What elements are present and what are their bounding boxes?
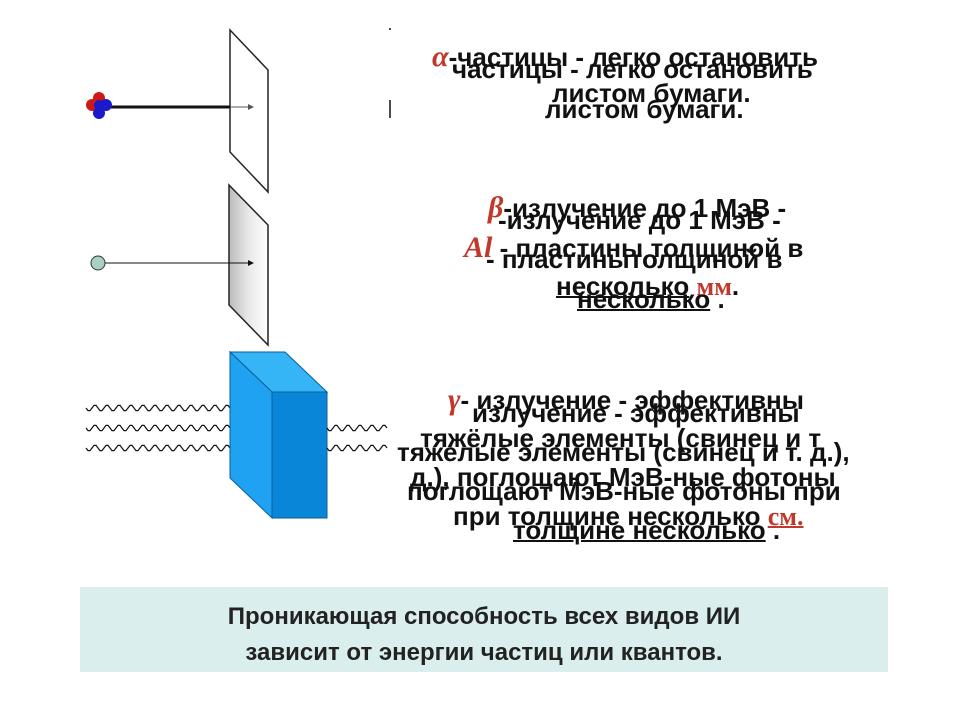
lead-block-side — [271, 391, 328, 519]
gamma-ghost-line4: толщине несколько . — [513, 515, 781, 545]
gamma-symbol: γ — [448, 383, 461, 416]
beta-ghost-line3: несколько . — [577, 284, 725, 314]
alpha-line2: листом бумаги. — [552, 78, 751, 108]
gamma-waves-exit — [326, 424, 388, 452]
gamma-line2: тяжёлые элементы (свинец и т — [420, 423, 822, 453]
beta-text2: - пластины толщиной в — [499, 233, 804, 263]
conclusion-box: Проникающая способность всех видов ИИ за… — [80, 587, 888, 672]
gamma-waves — [85, 404, 233, 452]
beta-line1: β-излучение до 1 МэВ - — [488, 193, 786, 223]
gamma-line4: при толщине несколько см. — [453, 503, 803, 530]
beta-text3: несколько — [556, 271, 690, 301]
beta-particle — [90, 255, 106, 271]
alpha-ghost-line1: частицы - легко остановить — [452, 54, 813, 84]
gamma-ghost-line2: тяжелые элементы (свинец и т. д.), — [397, 437, 850, 467]
gamma-text1: - излучение - эффективны — [460, 385, 804, 415]
alpha-text1: -частицы - легко остановить — [448, 42, 818, 72]
alpha-line1: α-частицы - легко остановить — [432, 42, 818, 72]
alpha-particle — [86, 92, 112, 119]
gamma-line1: γ- излучение - эффективны — [448, 385, 804, 415]
conclusion-line1: Проникающая способность всех видов ИИ — [227, 603, 741, 630]
beta-line3: несколько мм. — [556, 271, 740, 301]
beta-arrowhead — [248, 260, 254, 266]
beta-unit: мм — [696, 272, 732, 301]
beta-ghost-line2: - пластинытолщиной в — [486, 244, 783, 274]
paper-sheet — [229, 28, 269, 194]
beta-line2: Al - пластины толщиной в — [464, 233, 803, 263]
alpha-ghost-line2: листом бумаги. — [545, 94, 744, 124]
al-symbol: Al — [464, 231, 493, 264]
beta-symbol: β — [488, 191, 504, 224]
gamma-text4: при толщине несколько — [453, 501, 761, 531]
gamma-line3: д.), поглощают МэВ-ные фотоны — [410, 462, 836, 492]
gamma-ghost-line1: излучение - эффективны — [472, 398, 800, 428]
alpha-symbol: α — [432, 40, 449, 73]
beta-ghost-line1: -излучение до 1 МэВ - — [498, 205, 781, 235]
conclusion-line2: зависит от энергии частиц или квантов. — [245, 639, 723, 666]
gamma-ghost-line3: поглощают МэВ-ные фотоны при — [407, 476, 841, 506]
gamma-unit: см. — [767, 502, 804, 531]
alpha-arrowhead — [248, 104, 254, 110]
beta-text1: -излучение до 1 МэВ - — [503, 193, 787, 223]
